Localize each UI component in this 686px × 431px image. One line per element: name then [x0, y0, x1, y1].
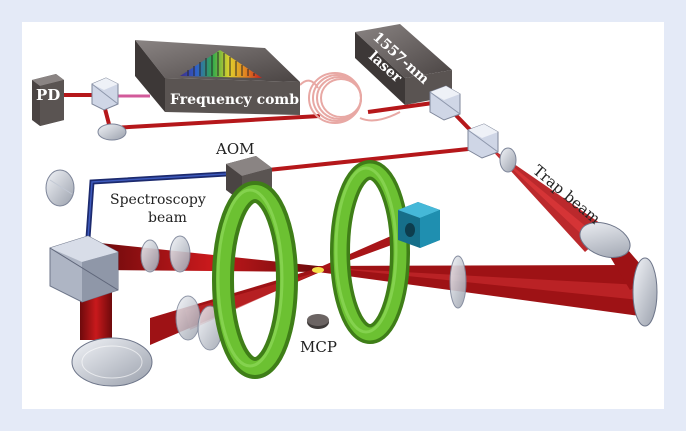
spectroscopy-beam-path	[85, 171, 227, 239]
mcp-label: MCP	[300, 338, 337, 356]
beam-splitter-cube-2	[429, 85, 461, 121]
comb-spectrum-icon	[180, 50, 262, 78]
mirror-top-left	[97, 123, 127, 141]
laser-1557nm-box: 1557-nm laser	[355, 24, 452, 105]
trap-center	[312, 267, 324, 273]
coil-right	[330, 160, 410, 344]
pd-label: PD	[36, 86, 60, 104]
photodiode-pd: PD	[32, 74, 64, 126]
frequency-comb-label: Frequency comb	[170, 92, 299, 108]
mirror-bottom-left	[71, 337, 153, 387]
frequency-comb-box: Frequency comb	[135, 40, 300, 115]
beam-splitter-cube-3	[467, 123, 499, 159]
coil-left	[212, 181, 298, 379]
spectroscopy-label-line1: Spectroscopy	[110, 192, 206, 208]
lens-upper-2	[169, 235, 191, 273]
trap-beam-path	[488, 146, 610, 252]
beam-splitter-cube-large	[49, 235, 119, 303]
lens-upper-1	[140, 239, 160, 273]
mirror-right-end	[632, 257, 658, 327]
mcp-detector	[307, 314, 329, 329]
beam-splitter-cube-1	[91, 77, 119, 111]
lens-trap	[499, 147, 517, 173]
aom-label: AOM	[215, 140, 255, 158]
lens-lower-1	[175, 295, 201, 341]
fiber-coil	[299, 72, 401, 124]
mirror-trap-beam	[579, 222, 631, 258]
detector-camera	[398, 202, 440, 248]
spectroscopy-label-line2: beam	[148, 210, 187, 226]
lens-right	[449, 255, 467, 309]
mirror-spectroscopy	[45, 169, 75, 207]
